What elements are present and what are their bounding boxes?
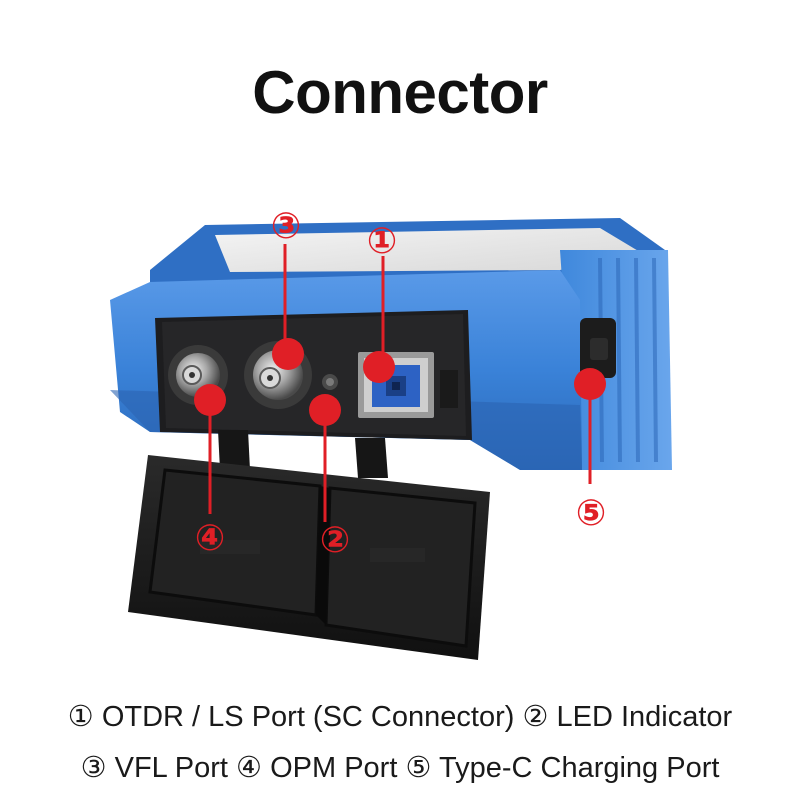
callout-dot-2 xyxy=(309,394,341,426)
callout-dot-1 xyxy=(363,351,395,383)
screen-glass xyxy=(215,228,640,272)
type-c-slot xyxy=(580,318,616,378)
callout-dot-4 xyxy=(194,384,226,416)
sc-connector xyxy=(358,352,458,418)
callout-dot-5 xyxy=(574,368,606,400)
caption-line-1: ① OTDR / LS Port (SC Connector) ② LED In… xyxy=(67,701,733,733)
caption-line-2: ③ VFL Port ④ OPM Port ⑤ Type-C Charging … xyxy=(80,752,720,784)
caption: ① OTDR / LS Port (SC Connector) ② LED In… xyxy=(0,692,800,794)
callout-lines xyxy=(208,244,592,522)
marker-2-label: ② xyxy=(319,519,351,561)
marker-5-label: ⑤ xyxy=(575,492,607,534)
marker-3-label: ③ xyxy=(270,205,302,247)
callout-dot-3 xyxy=(272,338,304,370)
callout-dots xyxy=(194,338,606,426)
page-title: Connector xyxy=(252,59,548,126)
dust-cover xyxy=(128,430,490,660)
marker-4-label: ④ xyxy=(194,517,226,559)
led-indicator xyxy=(322,374,338,390)
marker-1-label: ① xyxy=(366,220,398,262)
